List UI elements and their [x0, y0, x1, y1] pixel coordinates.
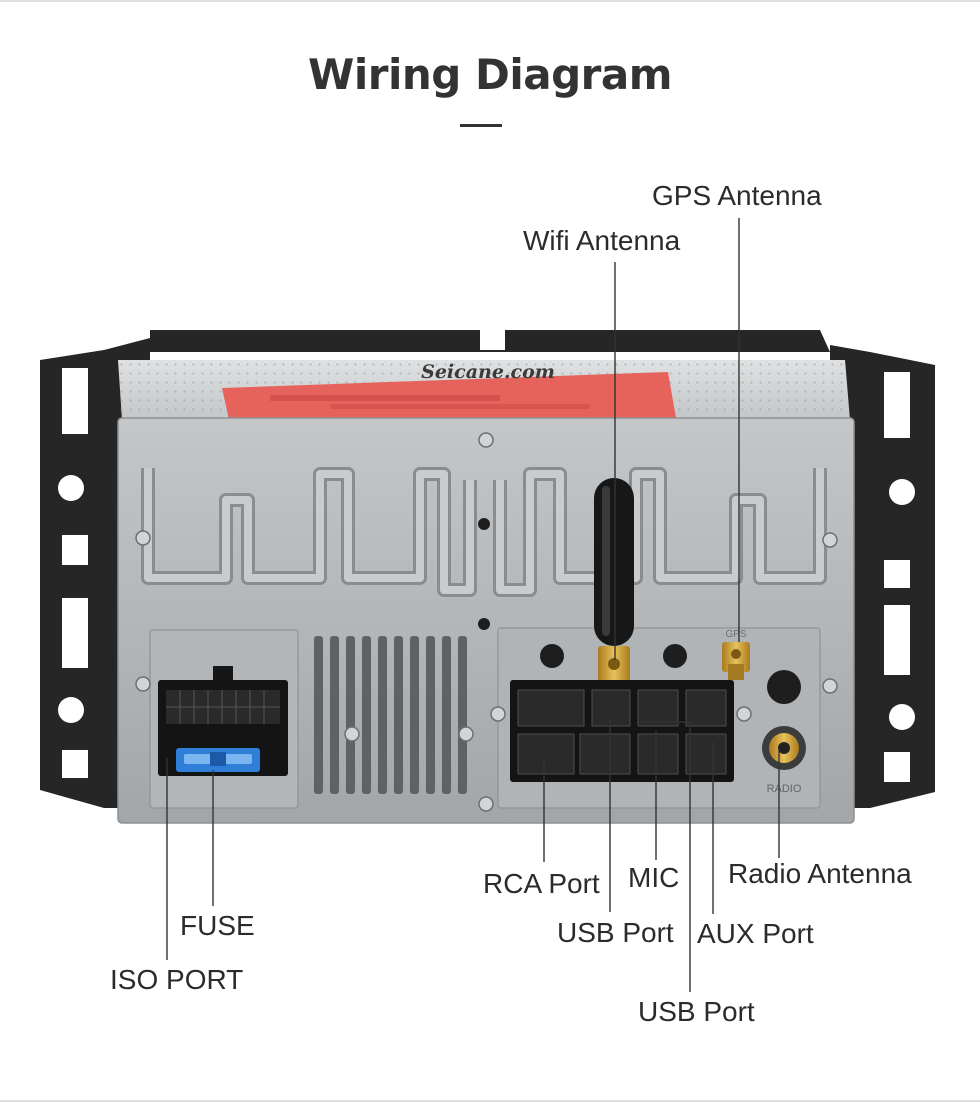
wifi-antenna: [594, 478, 634, 682]
brand-logo: Seicane.com: [421, 361, 555, 383]
radio-antenna-socket: [762, 726, 806, 770]
mounting-bracket-top: [150, 330, 830, 352]
gps-antenna-connector: [722, 642, 750, 680]
port-hole: [663, 644, 687, 668]
label-usb-port-1: USB Port: [557, 917, 674, 948]
title-underline: [460, 124, 502, 127]
leader-lines: [166, 218, 780, 992]
page-title: Wiring Diagram: [308, 50, 672, 99]
vent-slots: [314, 636, 467, 794]
label-wifi-antenna: Wifi Antenna: [523, 225, 681, 256]
port-hole: [767, 670, 801, 704]
label-radio-antenna: Radio Antenna: [728, 858, 912, 889]
top-divider: [0, 0, 980, 2]
mounting-bracket-right: [830, 345, 935, 808]
label-usb-port-2: USB Port: [638, 996, 755, 1027]
label-mic: MIC: [628, 862, 680, 893]
port-hole: [540, 644, 564, 668]
screws: [135, 432, 838, 812]
leader-usb-port-2: [640, 721, 691, 992]
label-iso-port: ISO PORT: [110, 964, 244, 995]
label-aux-port: AUX Port: [697, 918, 814, 949]
label-gps-antenna: GPS Antenna: [652, 180, 822, 211]
label-fuse: FUSE: [180, 910, 255, 941]
bottom-divider: [0, 1100, 980, 1102]
top-cover: [118, 360, 850, 424]
radio-mark: RADIO: [767, 783, 802, 795]
gps-mark: GPS: [725, 629, 746, 640]
fuse: [176, 748, 260, 772]
multi-port-connector: [510, 680, 734, 782]
label-rca-port: RCA Port: [483, 868, 600, 899]
